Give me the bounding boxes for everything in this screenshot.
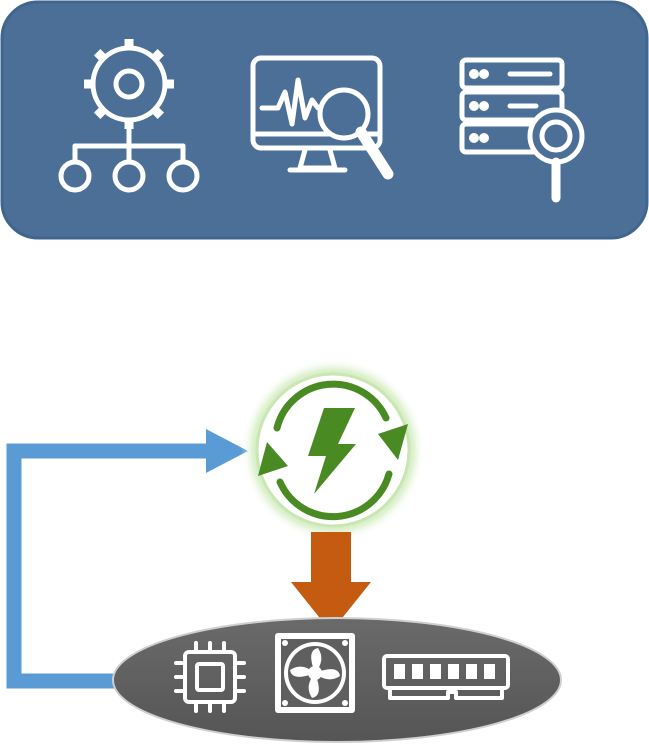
gear-tooth — [93, 48, 107, 62]
process-hierarchy-icon — [58, 39, 200, 193]
lightning-refresh-icon — [258, 380, 408, 521]
gear-tooth — [151, 48, 165, 62]
feedback-arrow — [6, 429, 248, 689]
cpu-chip-icon — [174, 641, 246, 713]
down-arrow — [291, 532, 371, 632]
monitor-analysis-icon — [250, 55, 394, 180]
memory-module-icon — [382, 654, 510, 700]
server-search-icon — [459, 57, 585, 203]
cooling-fan-icon — [275, 633, 355, 713]
gear-tooth — [93, 106, 107, 120]
hardware-group — [112, 617, 562, 743]
gear-tooth — [151, 106, 165, 120]
power-node — [241, 358, 425, 542]
